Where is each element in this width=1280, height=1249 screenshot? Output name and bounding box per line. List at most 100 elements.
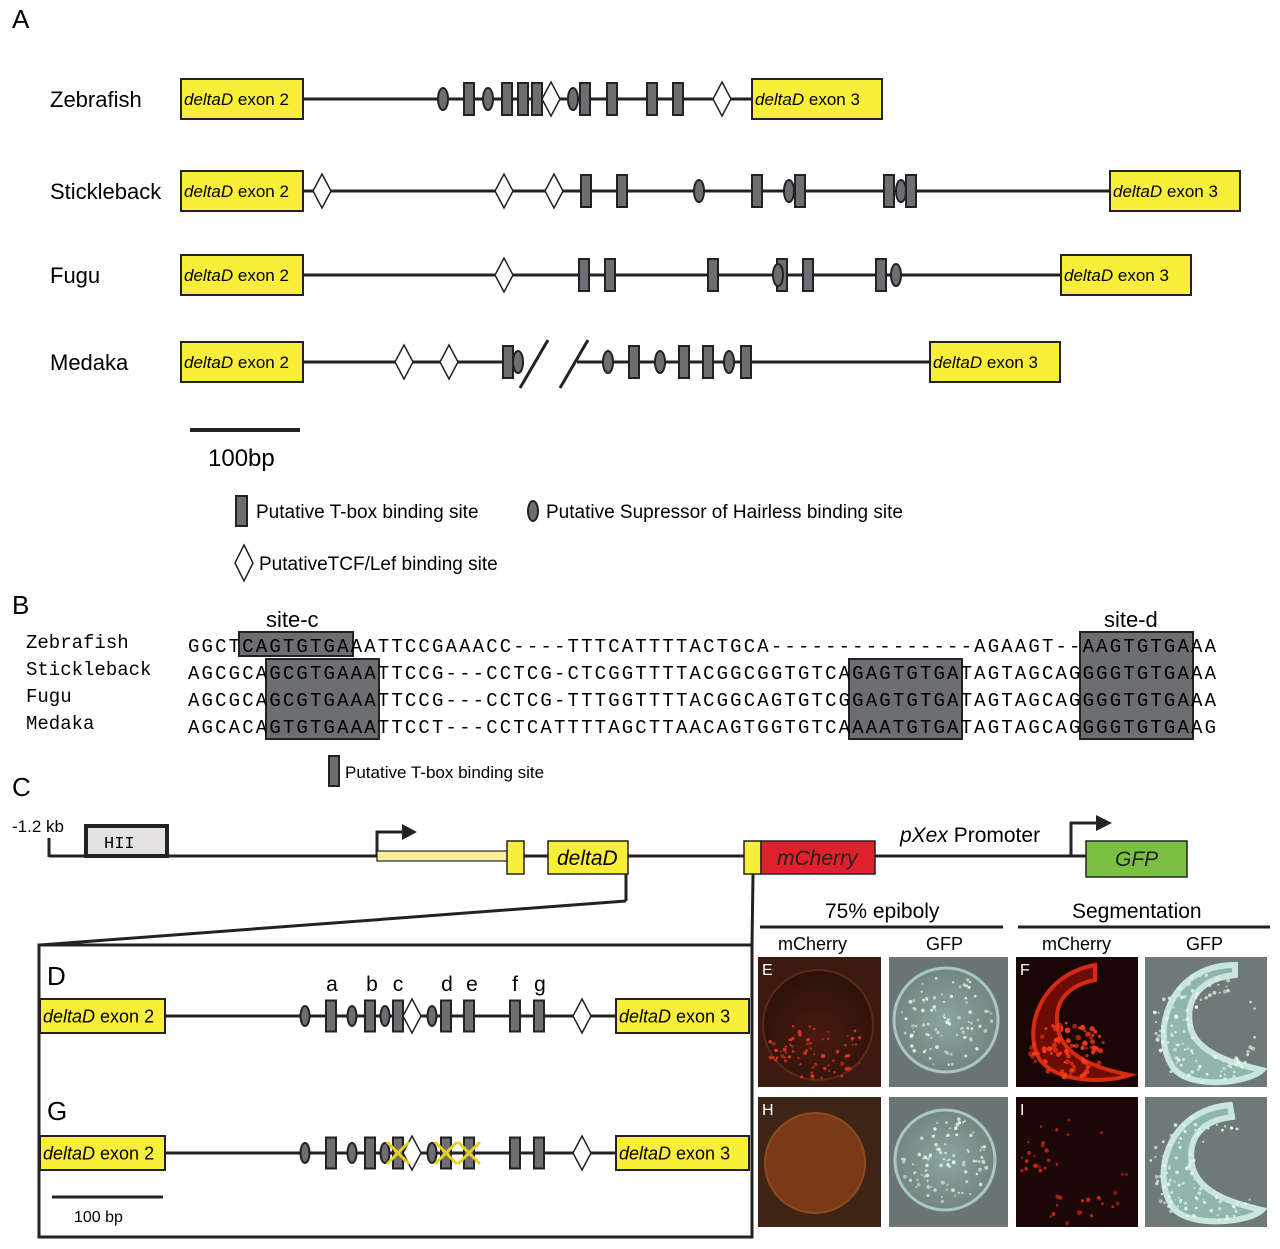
- fluorescent-dot: [951, 1188, 955, 1192]
- fluorescent-dot: [1074, 1043, 1079, 1049]
- fluorescent-dot: [1194, 1196, 1198, 1200]
- scale-label-a: 100bp: [208, 445, 275, 472]
- fluorescent-dot: [1044, 1148, 1049, 1153]
- exon-gene-name: deltaD: [933, 353, 982, 372]
- site-letter: d: [441, 973, 453, 996]
- fluorescent-dot: [1162, 997, 1166, 1002]
- fluorescent-dot: [930, 1036, 933, 1039]
- fluorescent-dot: [1189, 1153, 1192, 1156]
- fluorescent-dot: [1155, 1175, 1159, 1179]
- fluorescent-dot: [910, 1044, 914, 1048]
- fluorescent-dot: [1198, 974, 1202, 978]
- fluorescent-dot: [942, 1158, 946, 1161]
- fluorescent-dot: [1185, 1008, 1189, 1013]
- fluorescent-dot: [979, 1149, 982, 1152]
- sequence-row: AGCGCAGCGTGAAATTCCG---CCTCG-TTTGGTTTTACG…: [188, 690, 1217, 712]
- fluorescent-dot: [933, 1134, 936, 1137]
- fluorescent-dot: [1044, 1059, 1048, 1064]
- fluorescent-dot: [1149, 1159, 1153, 1162]
- fluorescent-dots: [1020, 1118, 1129, 1226]
- fluorescent-dot: [915, 1186, 918, 1189]
- fluorescent-dot: [1080, 1045, 1085, 1050]
- fluorescent-dot: [1179, 1199, 1183, 1203]
- fluorescent-dot: [926, 1194, 930, 1197]
- embryo-shape: [892, 966, 1000, 1074]
- deltad-label: deltaD: [557, 847, 618, 870]
- pxex-italic: pXex: [899, 824, 949, 847]
- fluorescent-dot: [1197, 1131, 1200, 1134]
- kb-label: -1.2 kb: [12, 817, 64, 836]
- fluorescent-dot: [1165, 1035, 1168, 1038]
- fluorescent-dot: [965, 1001, 968, 1004]
- fluorescent-dot: [1158, 1174, 1162, 1178]
- panel-label-h: H: [762, 1102, 774, 1119]
- fluorescent-dot: [954, 1126, 958, 1130]
- embryo-shape: [1160, 961, 1268, 1086]
- fluorescent-dot: [1155, 1037, 1160, 1042]
- fluorescent-dot: [808, 1041, 812, 1045]
- fluorescent-dot: [774, 1058, 778, 1062]
- fluorescent-dot: [1156, 1179, 1160, 1183]
- fluorescent-dot: [921, 1023, 926, 1027]
- fluorescent-dot: [921, 1008, 925, 1013]
- fluorescent-dot: [975, 1047, 979, 1051]
- fluorescent-dot: [1184, 1206, 1188, 1211]
- exon-gene-name: deltaD: [619, 1143, 671, 1163]
- species-name: Stickleback: [26, 659, 151, 681]
- fluorescent-dot: [952, 1154, 956, 1158]
- embryo-shape: [764, 1112, 866, 1214]
- fluorescent-dot: [963, 1036, 967, 1039]
- fluorescent-dot: [783, 1056, 786, 1059]
- fluorescent-dot: [1120, 1172, 1125, 1176]
- site-c-box-others: [265, 658, 380, 740]
- tbox-site-icon: [463, 82, 475, 116]
- exon-gene-name: deltaD: [619, 1006, 671, 1026]
- fluorescent-dot: [1059, 1051, 1063, 1055]
- zoom-line: [750, 873, 755, 946]
- exon-number: exon 2: [95, 1006, 154, 1026]
- fluorescent-dot: [922, 998, 925, 1002]
- fluorescent-dot: [821, 1038, 824, 1041]
- exon2-box: [180, 254, 304, 296]
- fluorescent-dot: [1111, 1205, 1115, 1208]
- suh-site-icon: [783, 179, 795, 203]
- tbox-site-icon: [533, 999, 545, 1033]
- utr-bar: [376, 850, 508, 862]
- fluorescent-dot: [1217, 983, 1220, 986]
- tbox-site-icon: [883, 174, 895, 208]
- tcf-site-icon: [712, 80, 732, 118]
- fluorescent-dot: [912, 1049, 916, 1053]
- deltad-box: [547, 840, 629, 875]
- fluorescent-dot: [978, 1167, 982, 1172]
- fluorescent-dot: [941, 1196, 943, 1198]
- embryo-shape: [762, 969, 874, 1081]
- fluorescent-dot: [1035, 1051, 1040, 1056]
- fluorescent-dot: [984, 1165, 989, 1170]
- exon-number: exon 3: [1113, 266, 1169, 285]
- fluorescent-dot: [1196, 1133, 1199, 1136]
- panel-label-b: B: [12, 590, 29, 620]
- fluorescent-dot: [1194, 996, 1198, 999]
- fluorescent-dot: [791, 1050, 795, 1053]
- fluorescent-dot: [1174, 1199, 1177, 1201]
- fluorescent-dot: [854, 1043, 858, 1046]
- fluorescent-dot: [1216, 1213, 1219, 1217]
- fluorescent-dot: [1227, 1065, 1230, 1067]
- fluorescent-dot: [1235, 1127, 1239, 1131]
- col-label-mcherry: mCherry: [1042, 934, 1111, 954]
- fluorescent-dot: [827, 1069, 831, 1072]
- fluorescent-dot: [1083, 1060, 1089, 1066]
- fluorescent-dot: [939, 1150, 943, 1155]
- fluorescent-dot: [1155, 1021, 1158, 1023]
- suh-site-icon: [379, 1005, 391, 1027]
- fluorescent-dot: [966, 1148, 969, 1152]
- fluorescent-dot: [964, 1170, 968, 1174]
- fluorescent-dot: [1033, 1163, 1038, 1169]
- fluorescent-dot: [982, 1161, 986, 1164]
- fluorescent-dot: [964, 984, 968, 988]
- tbox-site-icon: [509, 1136, 521, 1170]
- fluorescent-dot: [809, 1047, 812, 1050]
- fluorescent-dot: [1181, 1181, 1185, 1185]
- species-label: Fugu: [50, 263, 100, 288]
- fluorescent-dot: [968, 980, 972, 984]
